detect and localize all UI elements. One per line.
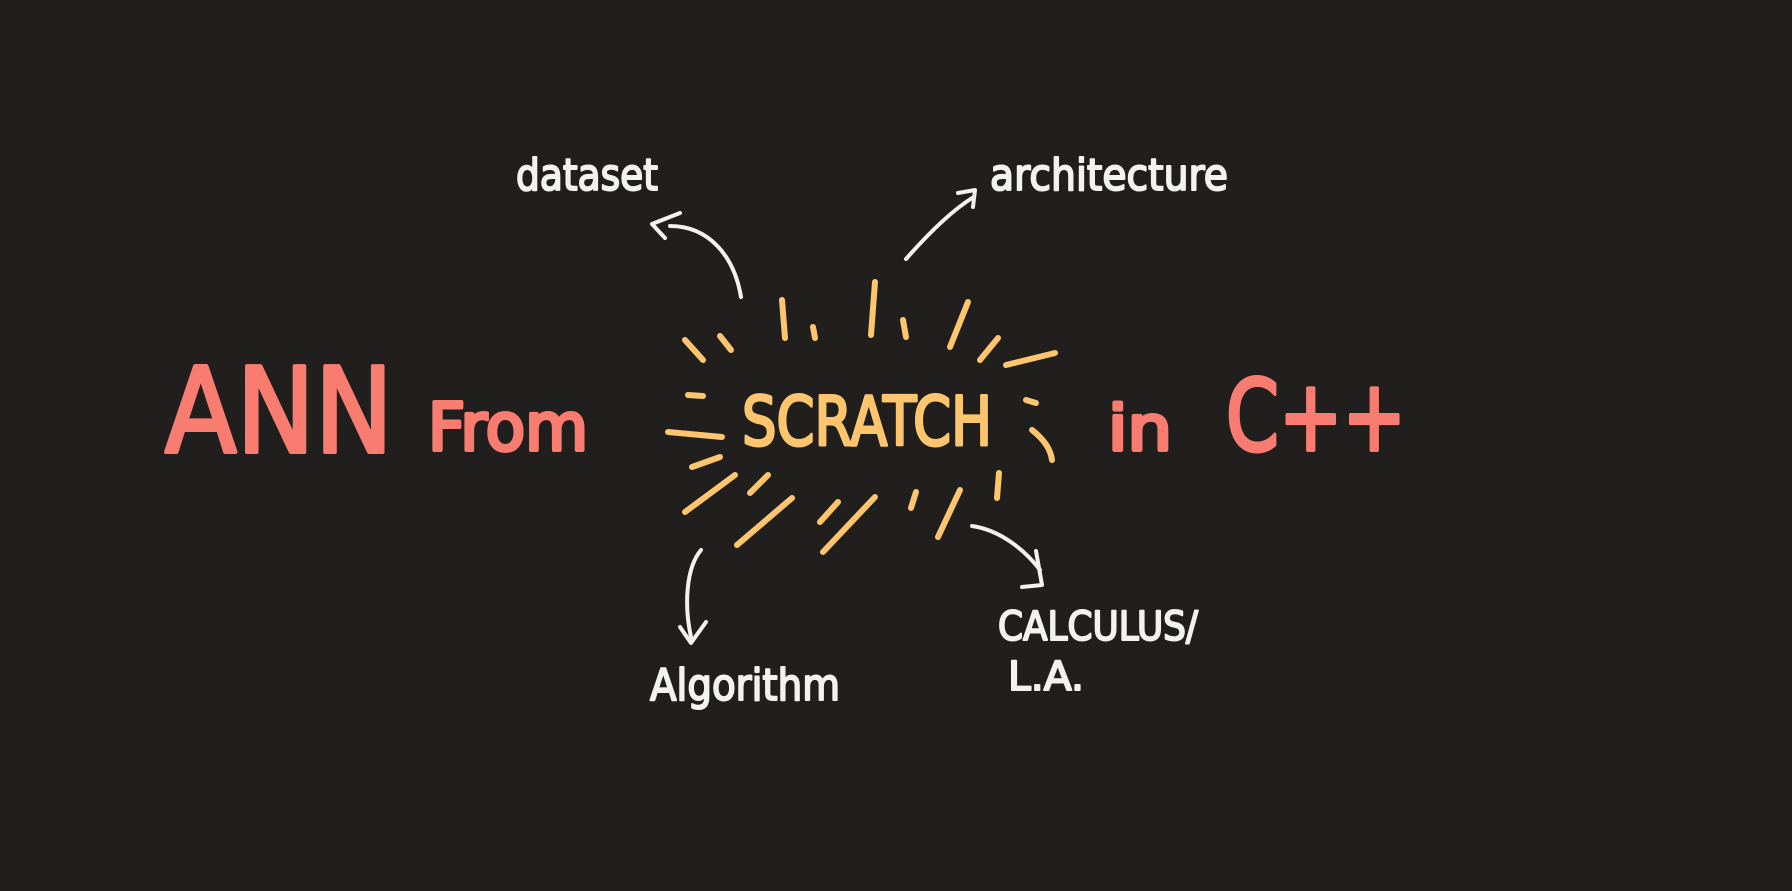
burst-ray — [685, 392, 706, 399]
label-linear-algebra: L.A. — [1008, 654, 1084, 700]
label-dataset: dataset — [516, 150, 658, 201]
burst-ray — [908, 489, 919, 511]
label-algorithm: Algorithm — [650, 660, 840, 711]
scratch-burst-rays — [665, 279, 1058, 555]
title-cpp: C++ — [1226, 360, 1406, 474]
arrow-head — [956, 188, 977, 209]
label-architecture: architecture — [990, 150, 1228, 201]
title-in: in — [1108, 392, 1172, 465]
burst-ray — [734, 495, 795, 548]
arrow-head — [650, 211, 682, 240]
burst-ray — [810, 324, 818, 341]
arrow-to-calculus — [970, 524, 1044, 589]
scratch-word: SCRATCH — [742, 383, 992, 462]
arrow-line — [685, 548, 703, 639]
burst-ray — [817, 499, 841, 525]
burst-ray — [717, 333, 734, 353]
arrow-to-dataset — [650, 211, 743, 299]
burst-ray — [779, 297, 788, 341]
arrow-head — [678, 620, 708, 645]
arrow-to-algorithm — [678, 548, 708, 645]
arrow-line — [970, 524, 1042, 572]
burst-ray — [1029, 427, 1055, 463]
burst-ray — [682, 337, 706, 363]
arrow-line — [668, 224, 743, 299]
burst-ray — [947, 299, 971, 350]
burst-ray — [977, 335, 1001, 363]
burst-ray — [665, 429, 725, 440]
burst-ray — [682, 472, 738, 515]
burst-ray — [820, 494, 878, 555]
burst-ray — [994, 470, 1002, 501]
burst-ray — [747, 472, 771, 496]
arrow-to-architecture — [904, 188, 977, 261]
burst-ray — [689, 454, 723, 470]
burst-ray — [1023, 397, 1039, 406]
burst-ray — [900, 317, 909, 340]
burst-ray — [1003, 350, 1058, 368]
burst-ray — [935, 487, 963, 540]
arrow-line — [904, 196, 974, 261]
burst-ray — [868, 279, 878, 338]
arrow-head — [1020, 549, 1044, 589]
title-from: From — [428, 389, 588, 466]
label-calculus: CALCULUS/ — [998, 604, 1198, 650]
title-ann: ANN — [165, 342, 393, 480]
